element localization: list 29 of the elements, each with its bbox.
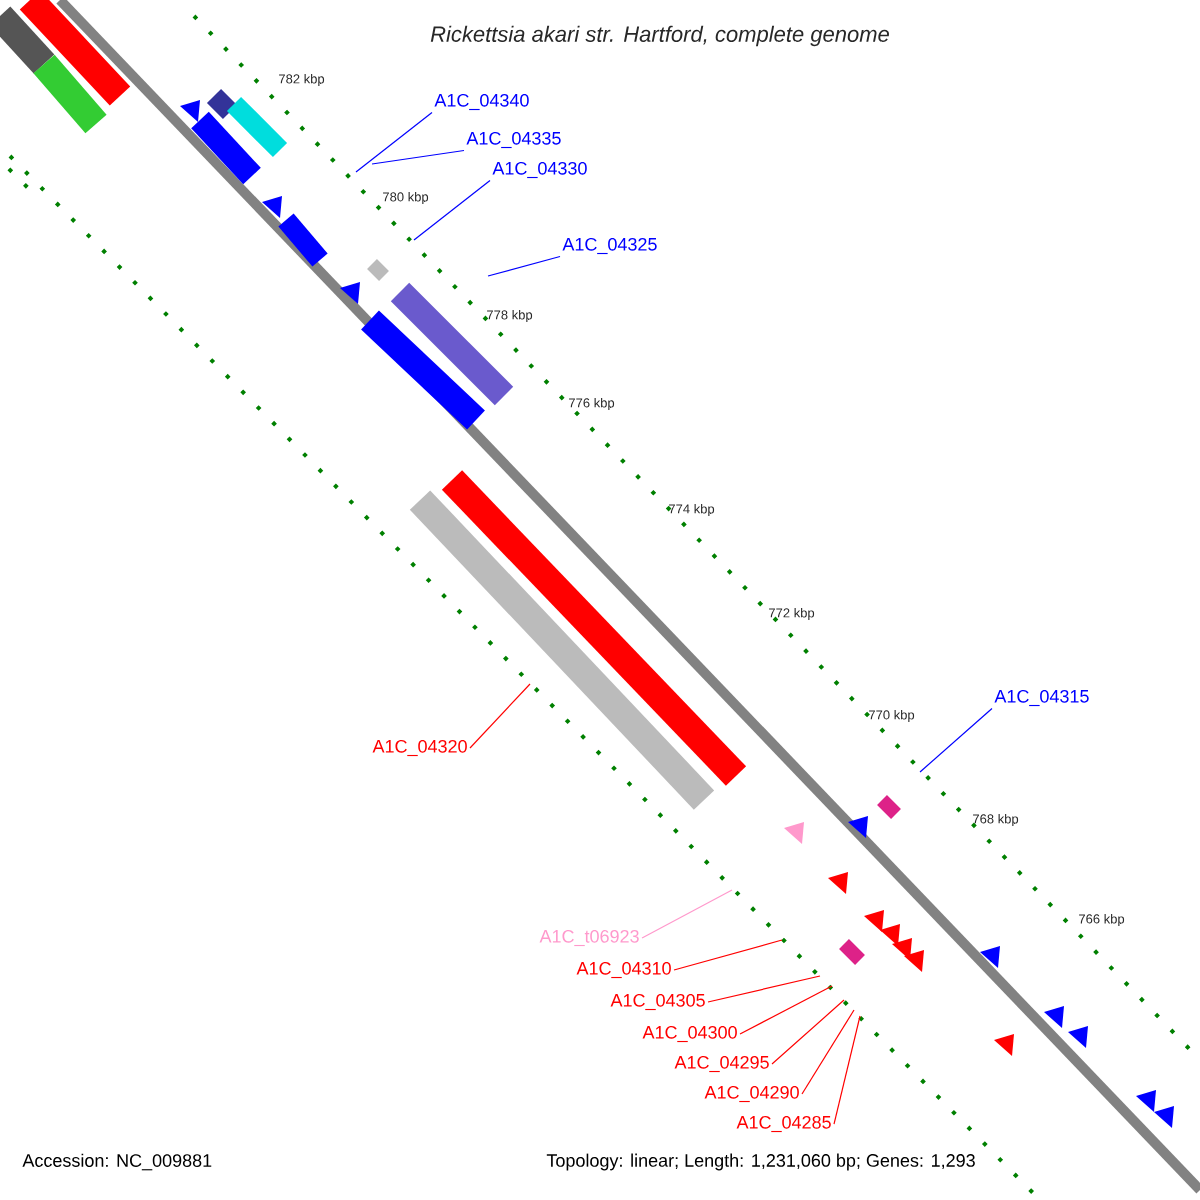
leader-line <box>413 179 491 241</box>
leader-line <box>833 1015 861 1125</box>
gene-label: A1C_04290 <box>704 1085 799 1103</box>
leader-line <box>739 985 833 1035</box>
gene-label: A1C_04285 <box>736 1115 831 1133</box>
gene-label: A1C_04315 <box>994 689 1089 707</box>
info-label: Topology: linear; Length: 1,231,060 bp; Genes: 1,293 <box>546 1153 975 1171</box>
leader-line <box>641 889 733 939</box>
leader-line <box>355 111 433 173</box>
gene-label: A1C_t06923 <box>539 929 639 947</box>
gene-label: A1C_04310 <box>576 961 671 979</box>
leader-line <box>919 707 993 773</box>
leader-line <box>487 255 561 277</box>
leader-line <box>469 683 531 749</box>
gene-label: A1C_04330 <box>492 161 587 179</box>
gene-label: A1C_04325 <box>562 237 657 255</box>
gene-label: A1C_04300 <box>642 1025 737 1043</box>
gene-label: A1C_04320 <box>372 739 467 757</box>
leader-line <box>371 149 465 165</box>
leader-line <box>707 975 821 1003</box>
gene-label: A1C_04305 <box>610 993 705 1011</box>
gene-label: A1C_04295 <box>674 1055 769 1073</box>
info-label: Accession: NC_009881 <box>22 1153 212 1171</box>
title: Rickettsia akari str. Hartford, complete genome <box>430 25 889 47</box>
leader-line <box>673 939 783 971</box>
gene-label: A1C_04335 <box>466 131 561 149</box>
leader-line <box>771 999 845 1065</box>
leader-line <box>801 1009 855 1095</box>
gene-label: A1C_04340 <box>434 93 529 111</box>
